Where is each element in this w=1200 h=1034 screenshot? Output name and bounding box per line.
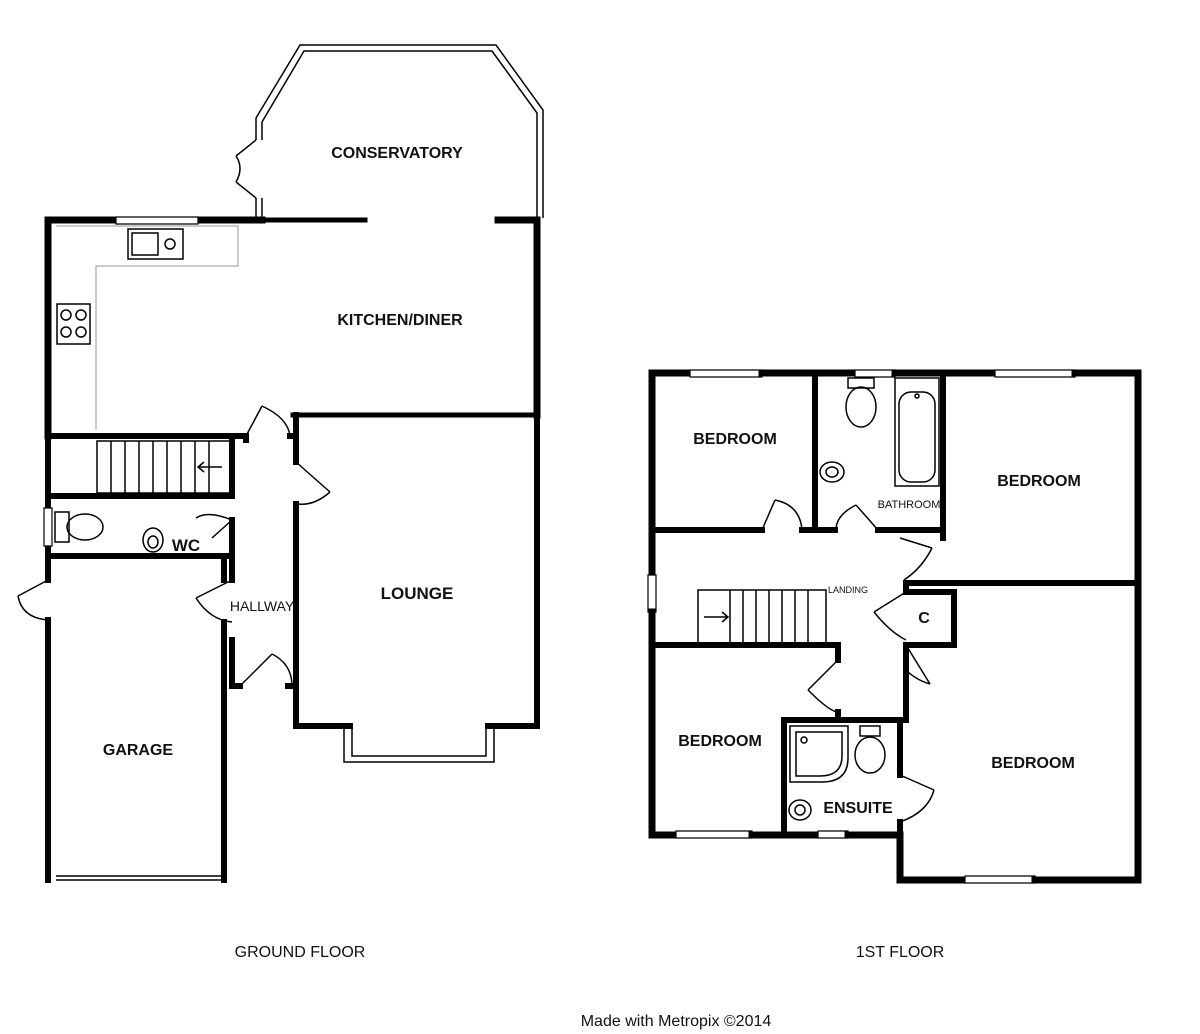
room-label-landing: LANDING <box>828 585 868 595</box>
toilet-icon <box>54 511 104 543</box>
basin-icon <box>142 527 164 553</box>
shower-icon <box>789 725 849 783</box>
room-label-bedroom-ne: BEDROOM <box>997 473 1081 490</box>
room-label-bedroom-nw: BEDROOM <box>693 431 777 448</box>
room-label-bedroom-sw: BEDROOM <box>678 733 762 750</box>
room-label-cupboard: C <box>918 610 930 627</box>
room-label-ensuite: ENSUITE <box>823 800 893 817</box>
first-floor-stairs <box>697 589 827 646</box>
room-label-garage: GARAGE <box>103 742 174 759</box>
metropix-credit: Made with Metropix ©2014 <box>581 1013 772 1030</box>
basin-icon <box>819 461 845 483</box>
first-floor-caption: 1ST FLOOR <box>856 944 945 961</box>
hob-icon <box>56 303 91 345</box>
room-label-wc: WC <box>172 536 200 555</box>
room-label-lounge: LOUNGE <box>381 584 454 603</box>
ground-floor-caption: GROUND FLOOR <box>235 944 366 961</box>
bay-window <box>343 726 495 763</box>
ground-floor-plan <box>17 44 544 883</box>
bath-icon <box>894 377 940 487</box>
room-label-hallway: HALLWAY <box>230 598 295 614</box>
sink-icon <box>127 228 184 260</box>
conservatory-glazing <box>235 44 544 220</box>
toilet-icon <box>854 725 886 774</box>
room-label-kitchen-diner: KITCHEN/DINER <box>337 312 463 329</box>
toilet-icon <box>845 377 877 428</box>
basin-icon <box>788 799 812 821</box>
room-label-bathroom: BATHROOM <box>878 499 941 511</box>
first-floor-plan <box>647 369 1142 884</box>
ground-stairs <box>96 440 231 494</box>
room-label-bedroom-se: BEDROOM <box>991 755 1075 772</box>
room-label-conservatory: CONSERVATORY <box>331 145 463 162</box>
